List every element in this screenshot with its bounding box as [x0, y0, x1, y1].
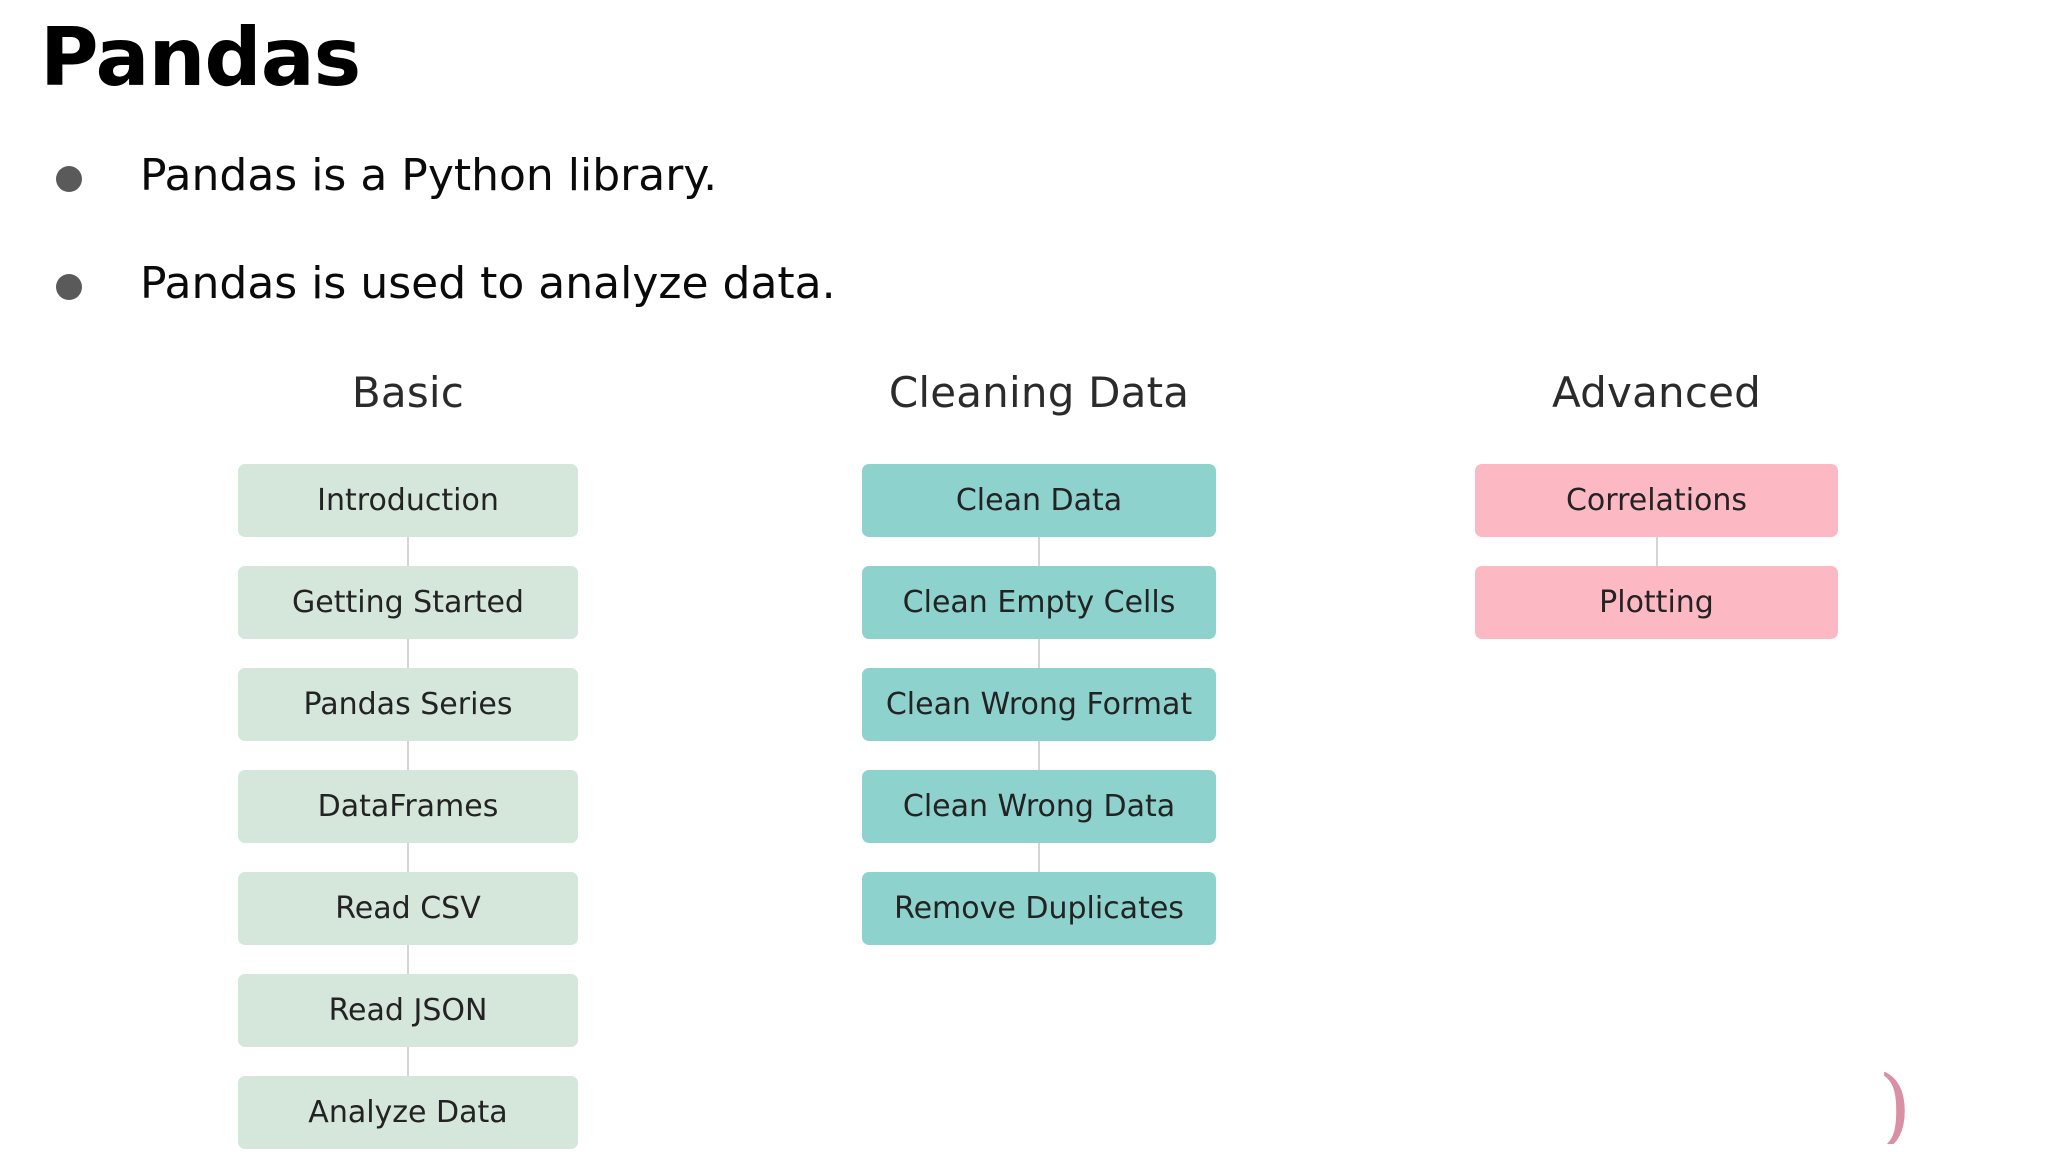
- flow-node-stack-advanced: Correlations Plotting: [1475, 464, 1838, 639]
- flowchart: Basic Introduction Getting Started Panda…: [0, 372, 2048, 1152]
- flow-node-correlations[interactable]: Correlations: [1475, 464, 1838, 566]
- list-item: Pandas is used to analyze data.: [56, 256, 1356, 364]
- flow-node-clean-data[interactable]: Clean Data: [862, 464, 1216, 566]
- bullet-text: Pandas is used to analyze data.: [140, 258, 836, 309]
- flow-node-stack-cleaning-data: Clean Data Clean Empty Cells Clean Wrong…: [862, 464, 1216, 945]
- column-header-advanced: Advanced: [1551, 368, 1762, 417]
- flow-node-introduction[interactable]: Introduction: [238, 464, 578, 566]
- list-item: Pandas is a Python library.: [56, 148, 1356, 256]
- bullet-list: Pandas is a Python library. Pandas is us…: [56, 148, 1356, 364]
- flow-node-analyze-data[interactable]: Analyze Data: [238, 1076, 578, 1149]
- flow-column-cleaning-data: Cleaning Data Clean Data Clean Empty Cel…: [862, 372, 1216, 945]
- flow-node-stack-basic: Introduction Getting Started Pandas Seri…: [238, 464, 578, 1149]
- flow-node-remove-duplicates[interactable]: Remove Duplicates: [862, 872, 1216, 945]
- flow-node-getting-started[interactable]: Getting Started: [238, 566, 578, 668]
- column-header-basic: Basic: [351, 368, 465, 417]
- page-title: Pandas: [40, 11, 361, 104]
- flow-column-advanced: Advanced Correlations Plotting: [1475, 372, 1838, 639]
- flow-node-plotting[interactable]: Plotting: [1475, 566, 1838, 639]
- corner-decorative-mark: ): [1878, 1072, 1912, 1144]
- flow-node-dataframes[interactable]: DataFrames: [238, 770, 578, 872]
- flow-node-pandas-series[interactable]: Pandas Series: [238, 668, 578, 770]
- column-header-cleaning-data: Cleaning Data: [888, 368, 1190, 417]
- flow-node-clean-wrong-format[interactable]: Clean Wrong Format: [862, 668, 1216, 770]
- flow-node-clean-wrong-data[interactable]: Clean Wrong Data: [862, 770, 1216, 872]
- bullet-dot-icon: [56, 166, 82, 192]
- flow-node-read-json[interactable]: Read JSON: [238, 974, 578, 1076]
- bullet-dot-icon: [56, 274, 82, 300]
- flow-column-basic: Basic Introduction Getting Started Panda…: [238, 372, 578, 1149]
- flow-node-read-csv[interactable]: Read CSV: [238, 872, 578, 974]
- flow-node-clean-empty-cells[interactable]: Clean Empty Cells: [862, 566, 1216, 668]
- bullet-text: Pandas is a Python library.: [140, 150, 718, 201]
